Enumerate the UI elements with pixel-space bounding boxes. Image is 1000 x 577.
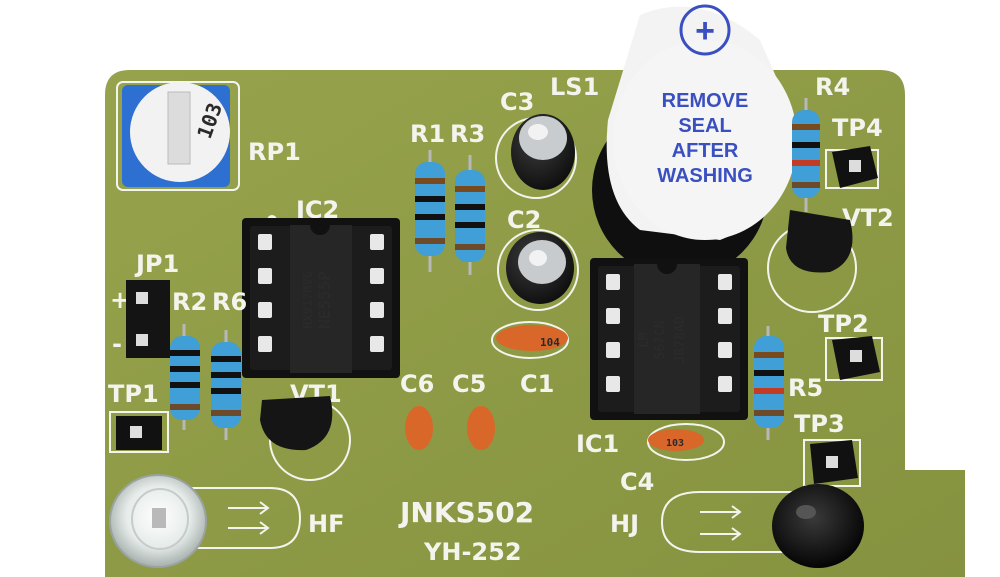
capacitor-c3 [511, 114, 575, 190]
seal-line-2: SEAL [678, 115, 731, 137]
ic1-part-number: 567CN [653, 320, 668, 359]
resistor-r1 [415, 150, 445, 272]
c4-marking: 103 [666, 438, 684, 449]
capacitor-c2 [506, 232, 574, 304]
buzzer-ls1: + REMOVE SEAL AFTER WASHING [592, 4, 797, 278]
resistor-r5 [754, 326, 784, 440]
label-plus: + [110, 286, 130, 314]
seal-line-3: AFTER [672, 140, 739, 162]
ic1-brand: LM [637, 332, 652, 348]
ic2-lot-code: HX917MVG [301, 271, 315, 329]
seal-line-4: WASHING [657, 165, 753, 187]
chip-ic2: NE555P HX917MVG [242, 218, 400, 378]
label-r5: R5 [788, 374, 823, 402]
label-rp1: RP1 [248, 138, 301, 166]
testpoint-tp1 [116, 416, 162, 450]
label-c5: C5 [452, 370, 486, 398]
label-tp4: TP4 [832, 114, 883, 142]
label-r2: R2 [172, 288, 207, 316]
arrow-icon [700, 505, 742, 541]
testpoint-tp4 [832, 146, 878, 188]
resistor-r6 [211, 330, 241, 440]
model-text: JNKS502 [398, 496, 534, 529]
ic2-part-number: NE555P [315, 271, 334, 329]
label-minus: - [112, 330, 122, 358]
c1-marking: 104 [540, 336, 560, 349]
chip-ic1: LM 567CN JR78AD [590, 258, 748, 420]
transistor-vt2 [786, 210, 853, 273]
capacitor-c5 [467, 406, 495, 450]
transistor-vt1 [260, 396, 333, 451]
testpoint-tp3 [810, 440, 858, 484]
c1-outline [491, 321, 569, 359]
buzzer-plus-mark: + [695, 12, 715, 50]
label-tp3: TP3 [794, 410, 845, 438]
hf-outline [160, 487, 302, 549]
label-tp1: TP1 [108, 380, 159, 408]
testpoint-tp2 [832, 336, 880, 380]
c4-outline [647, 423, 725, 461]
ir-receiver [772, 484, 864, 568]
capacitor-c6 [405, 406, 433, 450]
label-r1: R1 [410, 120, 445, 148]
label-c3: C3 [500, 88, 534, 116]
ic1-lot-code: JR78AD [673, 316, 688, 363]
hj-outline [660, 491, 830, 553]
label-ls1: LS1 [550, 73, 599, 101]
label-c4: C4 [620, 468, 654, 496]
ir-led-emitter [109, 474, 207, 568]
resistor-r3 [455, 155, 485, 275]
capacitor-c4: 103 [648, 429, 704, 451]
potentiometer-rp1: 103 [116, 81, 240, 191]
label-tp2: TP2 [818, 310, 869, 338]
label-c6: C6 [400, 370, 434, 398]
label-hf: HF [308, 510, 344, 538]
resistor-r4 [792, 98, 820, 212]
capacitor-c1: 104 [496, 325, 568, 351]
jumper-jp1 [126, 280, 170, 358]
label-ic1: IC1 [576, 430, 619, 458]
label-r4: R4 [815, 73, 850, 101]
label-r6: R6 [212, 288, 247, 316]
label-r3: R3 [450, 120, 485, 148]
label-hj: HJ [610, 510, 639, 538]
arrow-icon [228, 501, 270, 535]
label-jp1: JP1 [134, 250, 179, 278]
seal-line-1: REMOVE [662, 90, 749, 112]
c2-outline [497, 229, 579, 311]
label-c1: C1 [520, 370, 554, 398]
code-text: YH-252 [423, 538, 522, 566]
resistor-r2 [170, 324, 200, 430]
